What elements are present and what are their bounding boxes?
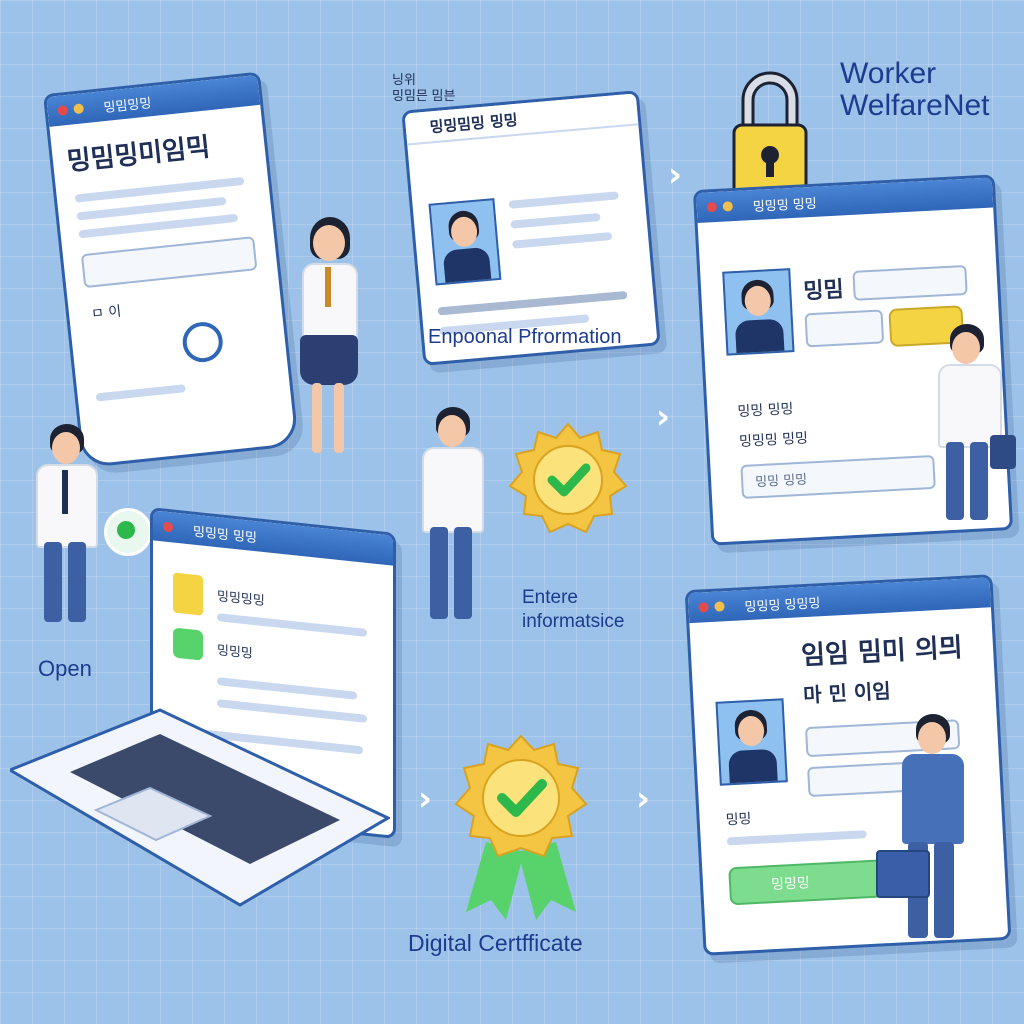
open-label: Open bbox=[38, 656, 92, 681]
text-line bbox=[726, 830, 867, 846]
profile-photo bbox=[715, 698, 788, 786]
close-dot-icon[interactable] bbox=[57, 104, 69, 116]
form1-row-1: 밍밍 밍밍 bbox=[737, 401, 794, 421]
woman-figure bbox=[280, 215, 370, 465]
arrow-right-icon: › bbox=[418, 779, 433, 819]
document-field[interactable] bbox=[80, 236, 258, 289]
close-dot-icon[interactable] bbox=[163, 521, 173, 533]
briefcase-icon bbox=[876, 850, 930, 898]
laptop-titlebar: 밍밍밍 밍밍 bbox=[153, 510, 393, 566]
top-note-1: 닝위 bbox=[392, 72, 416, 87]
personal-info-label: Enpoonal Pfrormation bbox=[428, 326, 622, 348]
text-line bbox=[437, 290, 628, 316]
approval-badge-icon bbox=[508, 420, 628, 540]
form1-footer-text: 밍밍 밍밍 bbox=[754, 472, 808, 491]
man-briefcase-figure bbox=[876, 712, 980, 952]
close-dot-icon[interactable] bbox=[706, 201, 718, 213]
form2-title: 임임 밈미 의믜 bbox=[800, 632, 964, 672]
form2-header: 밍밍밍 밍밍밍 bbox=[744, 595, 821, 615]
man-pointing-figure bbox=[920, 320, 1016, 535]
enter-info-line-1: Entere bbox=[522, 587, 578, 608]
digital-certificate-label: Digital Certfficate bbox=[408, 930, 583, 956]
document-header: 밍밈밍밍 bbox=[102, 95, 153, 116]
enter-info-line-2: informatsice bbox=[522, 611, 625, 632]
arrow-right-icon: › bbox=[636, 779, 651, 819]
document-titlebar: 밍밈밍밍 bbox=[46, 74, 261, 127]
form1-title: 밍밈 bbox=[802, 276, 845, 305]
id-card-header: 밍밍밈밍 밍밍 bbox=[429, 110, 519, 136]
text-line bbox=[217, 677, 357, 700]
form2-row-1: 밍밍 bbox=[725, 811, 752, 829]
app-icon[interactable] bbox=[173, 627, 203, 661]
brand-name: Worker WelfareNet bbox=[840, 58, 990, 122]
text-line bbox=[217, 613, 367, 637]
text-line bbox=[508, 191, 619, 209]
form2-button-label: 밍밍밍 bbox=[770, 875, 811, 894]
minimize-dot-icon[interactable] bbox=[722, 201, 734, 212]
laptop-row-2: 밍밍밍 bbox=[217, 643, 253, 662]
form1-input-2[interactable] bbox=[804, 309, 885, 348]
laptop: 밍밍밍 밍밍 밍밍밍밍 밍밍밍 bbox=[6, 507, 396, 920]
form2-subtitle: 마 민 이임 bbox=[802, 678, 892, 708]
man-left-figure bbox=[30, 420, 130, 635]
document-window: 밍밈밍밍 밍밈밍미임믹 ㅁ 이 bbox=[42, 71, 300, 469]
laptop-row-1: 밍밍밍밍 bbox=[217, 589, 265, 610]
seal-icon bbox=[180, 320, 225, 365]
arrow-right-icon: › bbox=[656, 397, 671, 437]
arrow-right-icon: › bbox=[668, 155, 683, 195]
form1-input-1[interactable] bbox=[852, 264, 968, 301]
brand-line-2: WelfareNet bbox=[840, 89, 990, 122]
text-line bbox=[510, 212, 601, 229]
minimize-dot-icon[interactable] bbox=[73, 103, 85, 115]
profile-photo bbox=[722, 268, 795, 356]
top-note: 닝위 밍밈믄 밈븐 bbox=[392, 72, 455, 104]
minimize-dot-icon[interactable] bbox=[714, 601, 725, 612]
document-title: 밍밈밍미임믹 bbox=[65, 132, 212, 178]
form1-row-2: 밍밍밍 밍밍 bbox=[738, 430, 809, 451]
briefcase-icon bbox=[990, 435, 1016, 469]
id-card-window: 밍밍밈밍 밍밍 bbox=[401, 90, 661, 366]
man-center-figure bbox=[420, 405, 510, 635]
brand-line-1: Worker bbox=[840, 57, 937, 90]
profile-photo bbox=[428, 198, 502, 286]
laptop-base bbox=[6, 700, 392, 910]
form2-titlebar: 밍밍밍 밍밍밍 bbox=[687, 577, 991, 624]
top-note-2: 밍밈믄 밈븐 bbox=[392, 88, 456, 103]
document-bottom-text: ㅁ 이 bbox=[90, 303, 123, 323]
form1-footer-field[interactable]: 밍밍 밍밍 bbox=[740, 454, 936, 499]
text-line bbox=[95, 384, 186, 402]
close-dot-icon[interactable] bbox=[698, 602, 709, 613]
certificate-medal-icon bbox=[446, 732, 596, 922]
enter-info-label: Entere informatsice bbox=[522, 586, 624, 634]
laptop-header: 밍밍밍 밍밍 bbox=[193, 524, 257, 546]
form1-header: 밍밍밍 밍밍 bbox=[752, 196, 818, 215]
form2-submit-button[interactable]: 밍밍밍 bbox=[728, 858, 894, 906]
doc-icon[interactable] bbox=[173, 572, 203, 616]
text-line bbox=[512, 231, 613, 249]
